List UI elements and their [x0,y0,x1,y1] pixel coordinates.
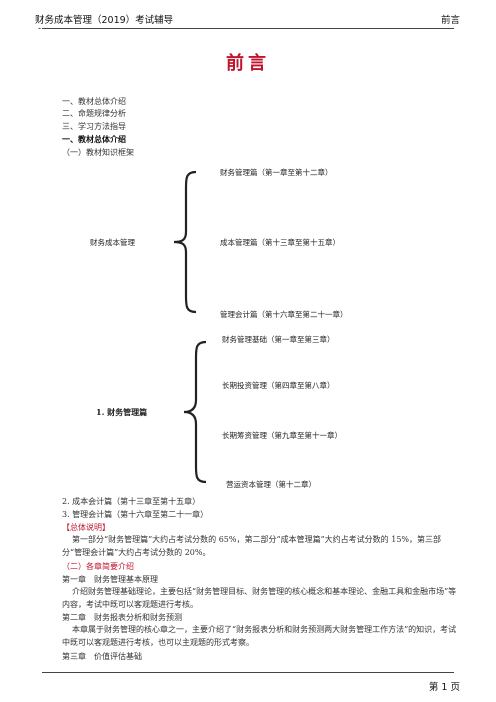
chapter-1-title: 第一章 财务管理基本原理 [62,575,158,584]
tree2-child-2: 长期投资管理（第四章至第八章） [222,381,335,390]
tree2-child-4: 营运资本管理（第十二章） [226,480,316,489]
list-item-management-accounting: 3. 管理会计篇（第十六章至第二十一章） [62,510,209,519]
summary-tag: 【总体说明】 [62,523,110,532]
subsection-2-heading: （二）各章简要介绍 [62,562,134,571]
chapter-1-text: 介绍财务管理基础理论，主要包括“财务管理目标、财务管理的核心概念和基本理论、金融… [62,587,457,609]
tree2-root: 1. 财务管理篇 [96,407,148,417]
page-title: 前言 [226,53,270,74]
tree2-brace [183,340,207,484]
tree1-brace [173,170,197,314]
page-number: 第 1 页 [428,682,460,693]
tree1-child-3: 管理会计篇（第十六章至第二十一章） [220,310,348,319]
chapter-2-title: 第二章 财务报表分析和财务预测 [62,613,182,622]
footer-divider [42,672,454,673]
chapter-2-paragraph: 本章属于财务管理的核心章之一，主要介绍了“财务报表分析和财务预测两大财务管理工作… [62,624,457,649]
chapter-3-title: 第三章 价值评估基础 [62,652,142,661]
header-left-title: 财务成本管理（2019）考试辅导 [35,15,174,26]
tree2-child-1: 财务管理基础（第一章至第三章） [222,335,335,344]
toc-item-3: 三、学习方法指导 [62,122,126,131]
list-item-cost-accounting: 2. 成本会计篇（第十三章至第十五章） [62,497,201,506]
subsection-heading: （一）教材知识框架 [62,148,134,157]
summary-paragraph: 第一部分“财务管理篇”大约占考试分数的 65%，第二部分“成本管理篇”大约占考试… [62,534,457,559]
toc-item-1: 一、教材总体介绍 [62,97,126,106]
tree1-root: 财务成本管理 [90,238,135,247]
header-dash: - [38,24,42,34]
summary-text: 第一部分“财务管理篇”大约占考试分数的 65%，第二部分“成本管理篇”大约占考试… [62,535,442,557]
chapter-1-paragraph: 介绍财务管理基础理论，主要包括“财务管理目标、财务管理的核心概念和基本理论、金融… [62,586,457,611]
tree1-child-2: 成本管理篇（第十三章至第十五章） [220,238,340,247]
tree1-child-1: 财务管理篇（第一章至第十二章） [220,168,333,177]
header-right-title: 前言 [440,15,460,26]
chapter-2-text: 本章属于财务管理的核心章之一，主要介绍了“财务报表分析和财务预测两大财务管理工作… [62,625,457,647]
header-divider [42,28,454,29]
section-heading: 一、教材总体介绍 [62,134,126,144]
toc-item-2: 二、命题规律分析 [62,109,126,118]
tree2-child-3: 长期筹资管理（第九章至第十一章） [222,431,342,440]
